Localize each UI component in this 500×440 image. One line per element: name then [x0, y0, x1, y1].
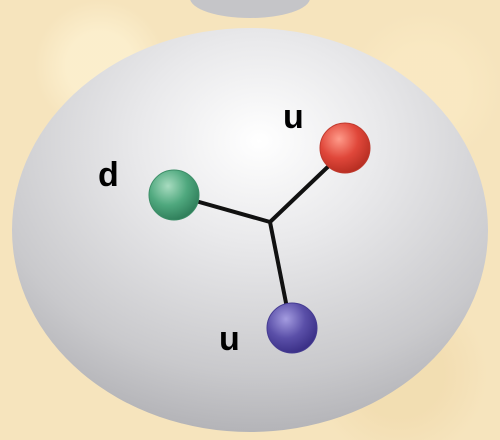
quark-up-blue: [266, 302, 318, 354]
label-up-blue: u: [219, 320, 240, 358]
label-up-red: u: [283, 98, 304, 136]
bond-to-up-red: [268, 158, 337, 224]
hadron-sphere: [12, 28, 488, 432]
quark-up-red: [319, 122, 371, 174]
bond-to-down-green: [183, 196, 272, 224]
top-sphere: [190, 0, 310, 18]
quark-down-green: [148, 169, 200, 221]
label-down-green: d: [98, 156, 119, 194]
gluon-bonds: [183, 158, 337, 320]
bond-to-up-blue: [268, 220, 291, 320]
